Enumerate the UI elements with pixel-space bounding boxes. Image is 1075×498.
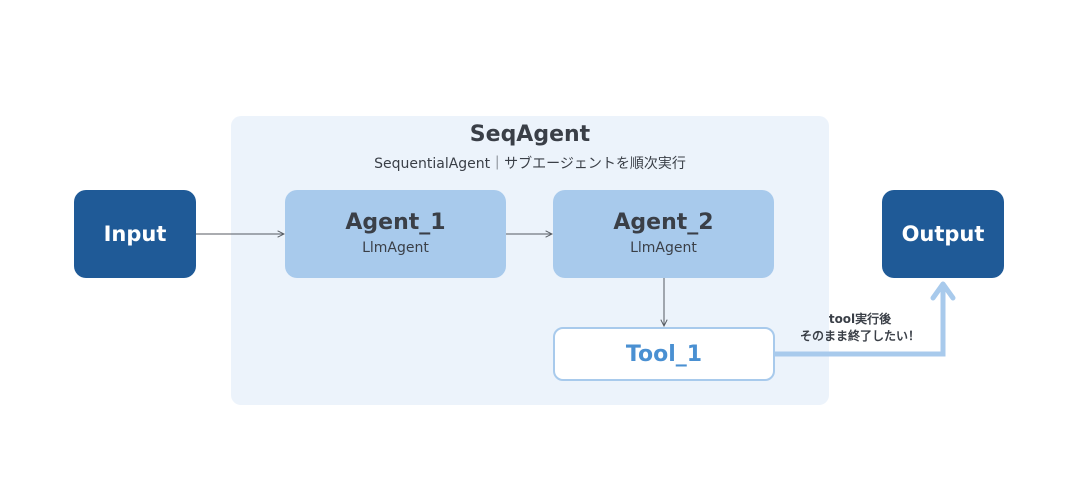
agent-1-name: Agent_1	[345, 210, 446, 235]
agent-2-node: Agent_2 LlmAgent	[553, 190, 774, 278]
input-node: Input	[74, 190, 196, 278]
annotation-line-2: そのまま終了したい！	[799, 329, 920, 343]
tool-1-label: Tool_1	[625, 341, 703, 367]
input-label: Input	[103, 222, 167, 246]
arrow-tool-to-output-head	[930, 281, 956, 301]
output-node: Output	[882, 190, 1004, 278]
sequential-agent-title: SeqAgent	[469, 122, 591, 147]
agent-1-node: Agent_1 LlmAgent	[285, 190, 506, 278]
annotation-note: tool実行後 そのまま終了したい！	[770, 311, 950, 345]
output-label: Output	[901, 222, 985, 246]
annotation-line-1: tool実行後	[828, 312, 892, 326]
agent-2-type: LlmAgent	[630, 240, 697, 256]
sequential-agent-subtitle: SequentialAgent｜サブエージェントを順次実行	[374, 156, 686, 172]
agent-1-type: LlmAgent	[362, 240, 429, 256]
agent-2-name: Agent_2	[613, 210, 714, 235]
tool-1-node: Tool_1	[553, 327, 775, 381]
